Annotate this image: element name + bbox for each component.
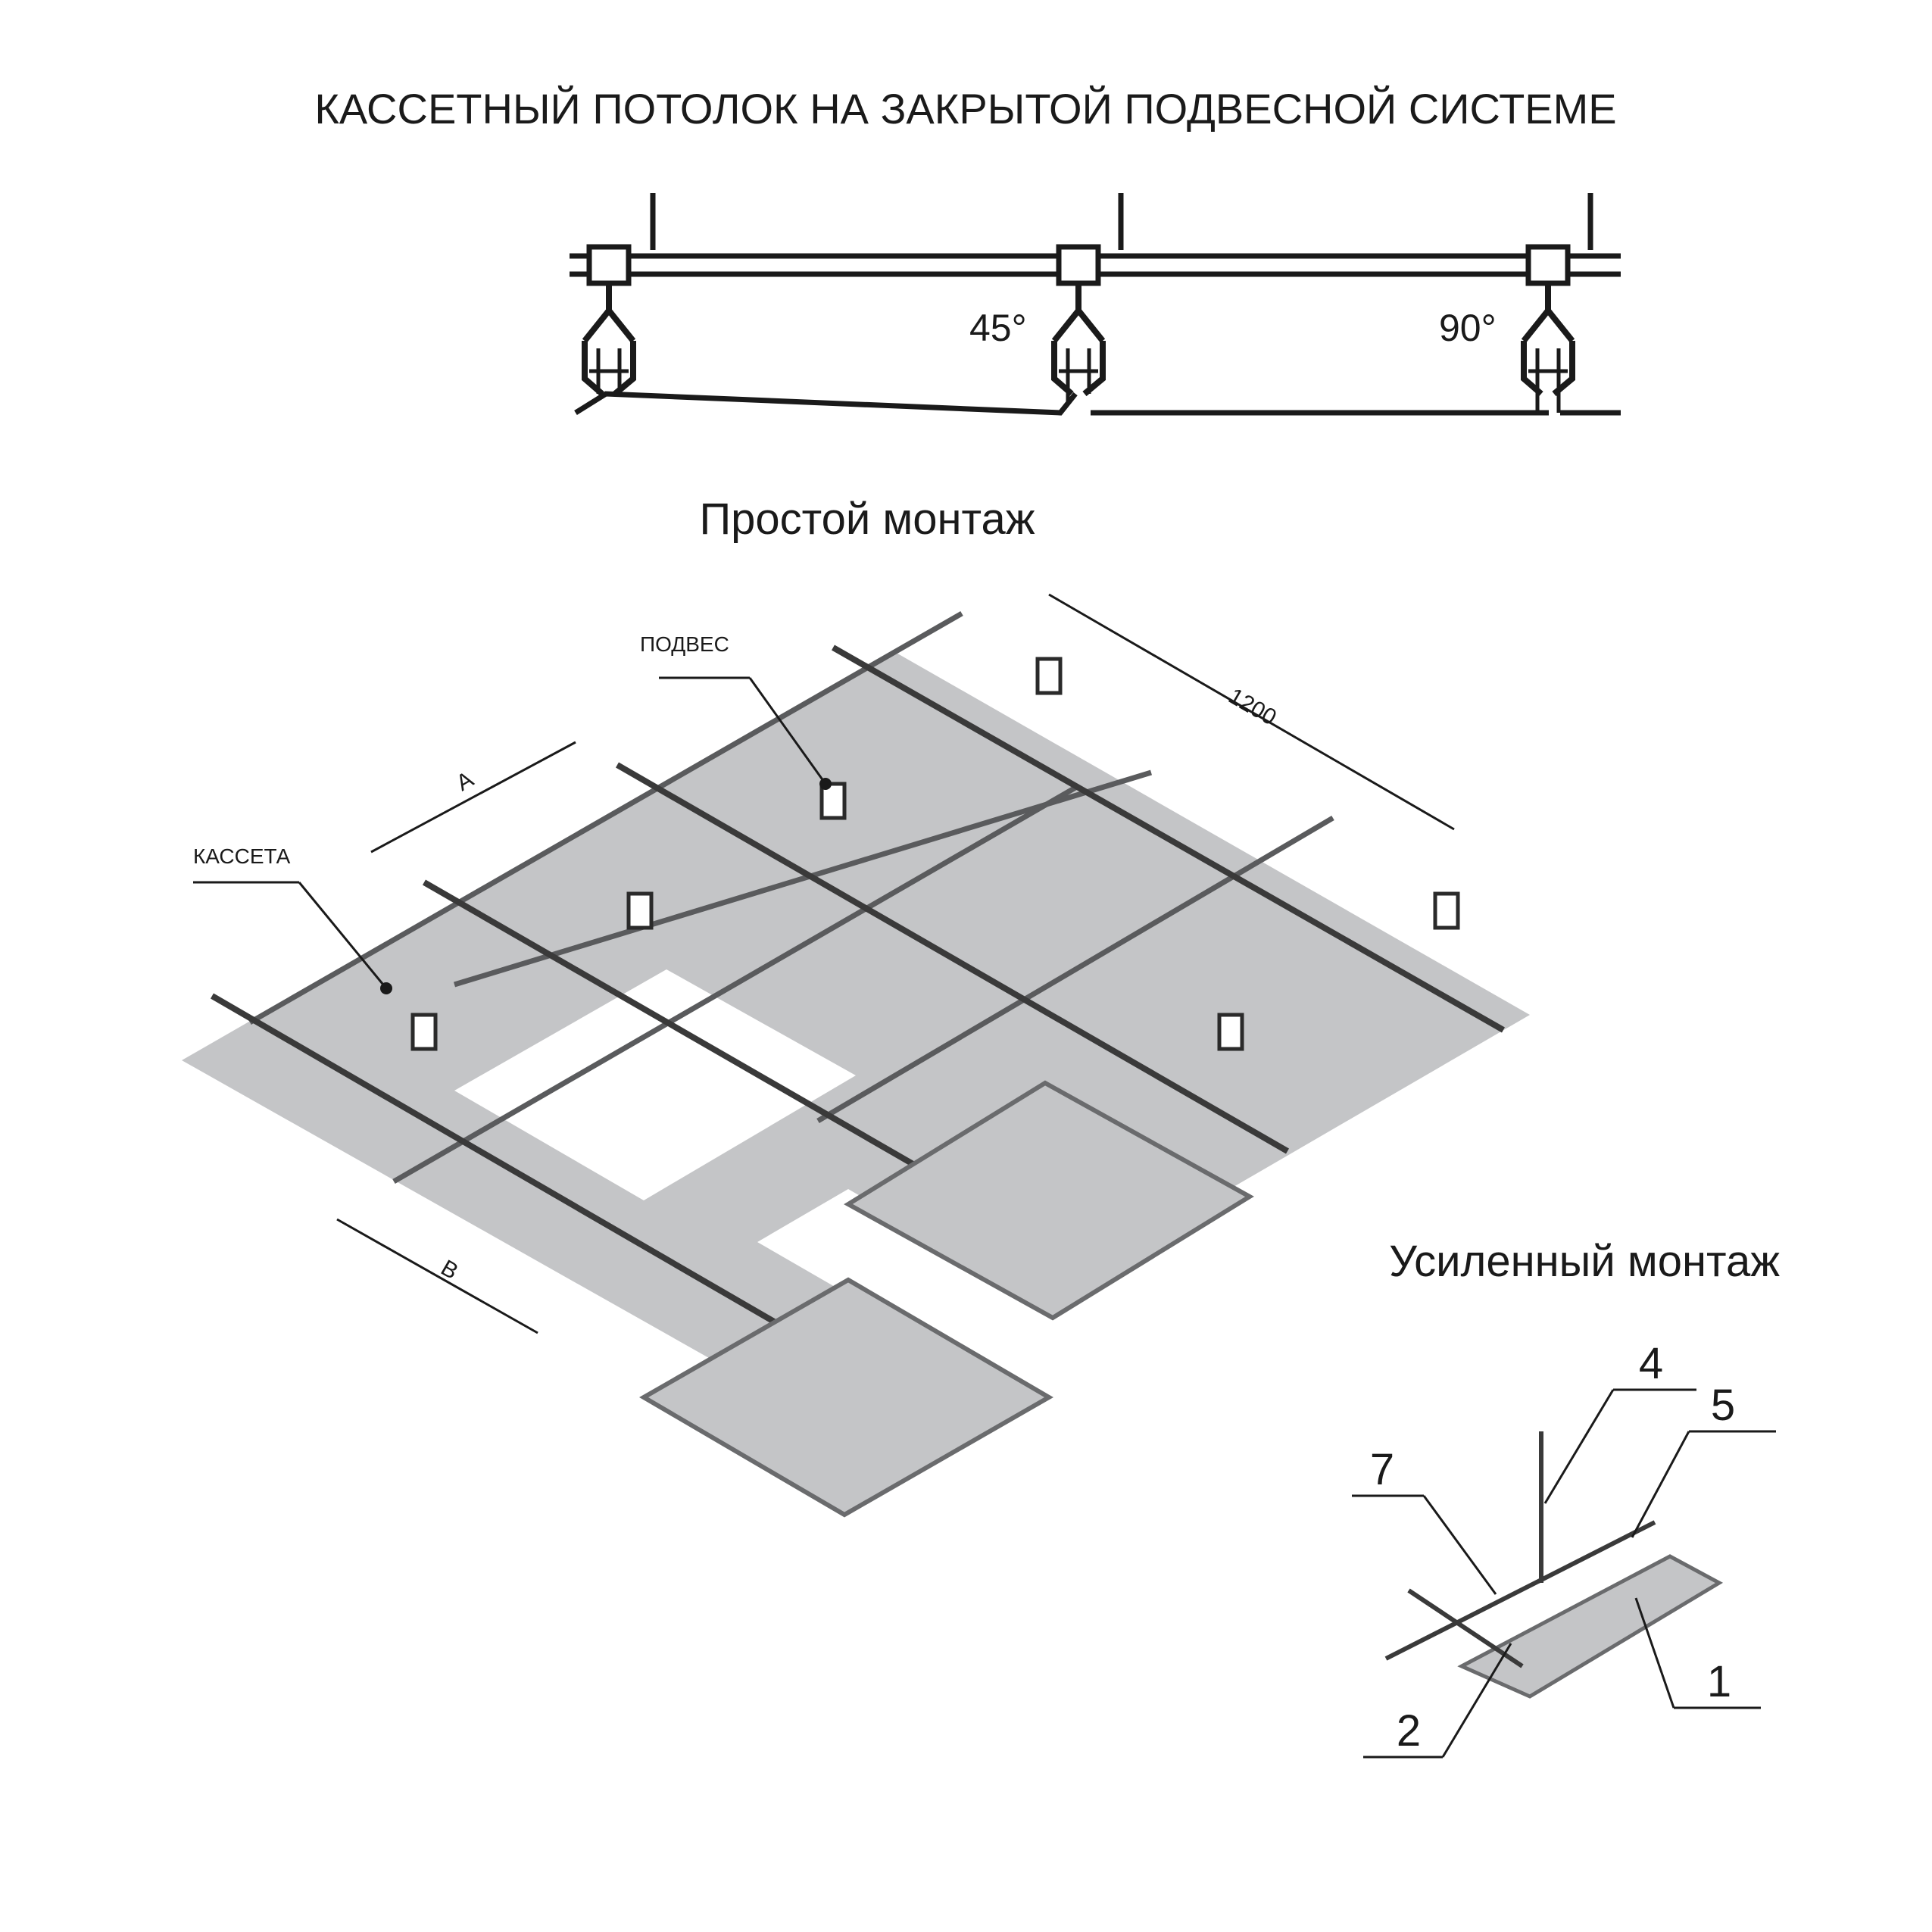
panel-field <box>182 651 1530 1424</box>
dim-line-b <box>336 1218 538 1334</box>
reinforced-cassette <box>1457 1554 1724 1699</box>
dim-a-label: A <box>452 766 478 796</box>
dim-line-a <box>370 741 576 854</box>
hanger-2 <box>626 891 654 930</box>
clip-left <box>586 244 632 286</box>
clip-right <box>1525 244 1571 286</box>
reinforced-detail <box>1352 1388 1776 1759</box>
dim-1200-label: 1200 <box>1225 683 1281 730</box>
dim-b-label: B <box>437 1255 463 1284</box>
reinforced-rail-cross <box>1407 1588 1524 1668</box>
hanger-4 <box>1035 657 1063 695</box>
cassette-detached-2 <box>639 1277 1053 1518</box>
cassette-dot <box>380 982 392 994</box>
profile-arrows <box>582 282 1575 413</box>
callout-7: 7 <box>1370 1445 1394 1494</box>
leader-5-d <box>1631 1431 1690 1538</box>
seam-3 <box>816 815 1334 1124</box>
panel-line-left <box>574 391 1078 416</box>
leader-7-d <box>1422 1495 1497 1595</box>
hanger-3 <box>819 782 847 820</box>
clip-middle <box>1056 244 1101 286</box>
leader-2-d <box>1441 1643 1512 1758</box>
profile-section <box>570 193 1621 416</box>
simple-mount-heading: Простой монтаж <box>699 495 1035 544</box>
seam-2 <box>453 769 1153 988</box>
cassette-detached-1 <box>844 1080 1254 1321</box>
leader-cassette-d <box>298 882 388 989</box>
angle-45-label: 45° <box>969 307 1027 349</box>
callout-5: 5 <box>1711 1381 1735 1430</box>
leader-1-d <box>1634 1597 1675 1709</box>
panel-opening-1 <box>454 969 856 1200</box>
hanger-1 <box>410 1013 438 1051</box>
hanger-6 <box>1433 891 1460 930</box>
seam-4 <box>392 785 1077 1184</box>
cassette-label: КАССЕТА <box>193 844 291 868</box>
carrier-rail-1 <box>210 993 881 1385</box>
panel-opening-2 <box>757 1189 1045 1356</box>
callout-4: 4 <box>1639 1339 1663 1388</box>
hanger-label: ПОДВЕС <box>640 632 729 656</box>
callout-1: 1 <box>1707 1657 1731 1706</box>
hanger-dot <box>819 778 832 790</box>
isometric-ceiling <box>182 593 1530 1518</box>
seam-1 <box>248 610 963 1025</box>
angle-90-label: 90° <box>1439 307 1497 349</box>
leader-4-d <box>1543 1389 1615 1504</box>
leader-hanger-d <box>748 677 827 785</box>
hanger-5 <box>1217 1013 1244 1051</box>
carrier-rail-3 <box>616 762 1289 1154</box>
reinforced-mount-heading: Усиленный монтаж <box>1389 1237 1780 1286</box>
carrier-rail-4 <box>832 645 1505 1033</box>
dim-line-1200 <box>1048 593 1455 831</box>
callout-2: 2 <box>1397 1706 1421 1756</box>
page-title: КАССЕТНЫЙ ПОТОЛОК НА ЗАКРЫТОЙ ПОДВЕСНОЙ … <box>314 85 1616 133</box>
reinforced-rail-main <box>1384 1520 1656 1661</box>
